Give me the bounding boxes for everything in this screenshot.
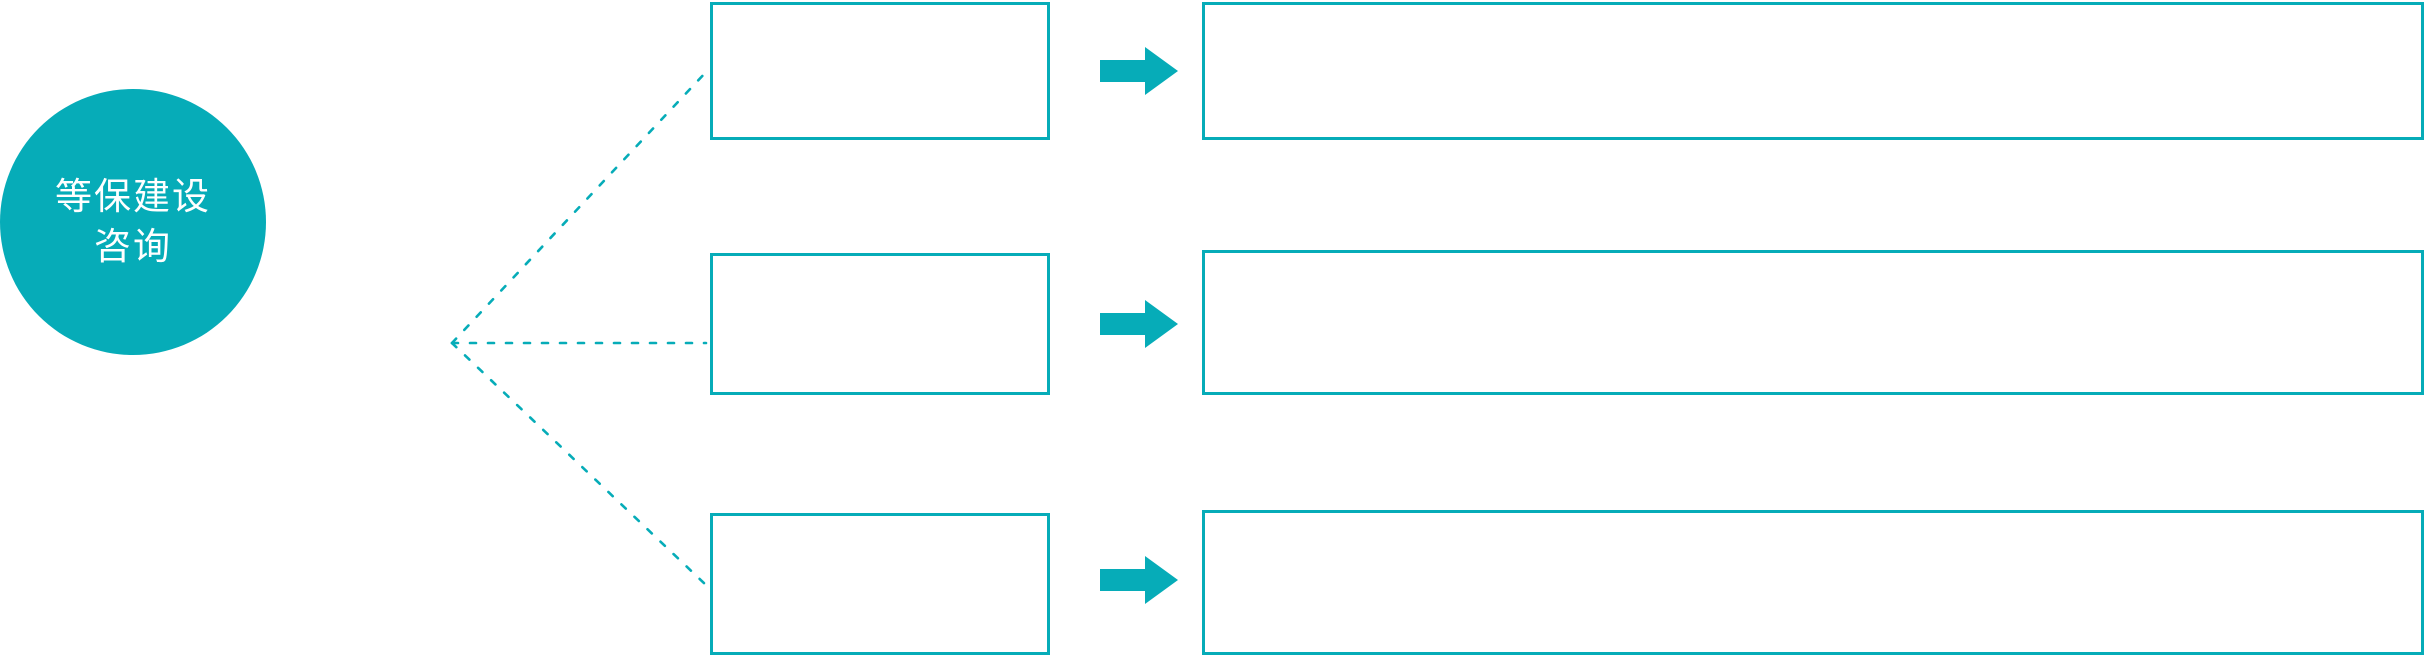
connector-line-row-3 — [450, 341, 708, 587]
block-arrow-right-icon-row-2 — [1100, 300, 1178, 348]
detail-box-row-2[interactable] — [1202, 250, 2424, 395]
detail-box-row-3[interactable] — [1202, 510, 2424, 655]
detail-box-row-1[interactable] — [1202, 2, 2424, 140]
connector-line-row-1 — [450, 70, 708, 345]
hub-circle[interactable]: 等保建设 咨询 — [0, 89, 266, 355]
hub-label-line-1: 等保建设 — [55, 176, 211, 217]
block-arrow-right-icon-row-1 — [1100, 47, 1178, 95]
stage-box-row-1[interactable] — [710, 2, 1050, 140]
stage-box-row-2[interactable] — [710, 253, 1050, 395]
stage-box-row-3[interactable] — [710, 513, 1050, 655]
hub-label-line-2: 咨询 — [94, 226, 172, 267]
block-arrow-right-icon-row-3 — [1100, 556, 1178, 604]
